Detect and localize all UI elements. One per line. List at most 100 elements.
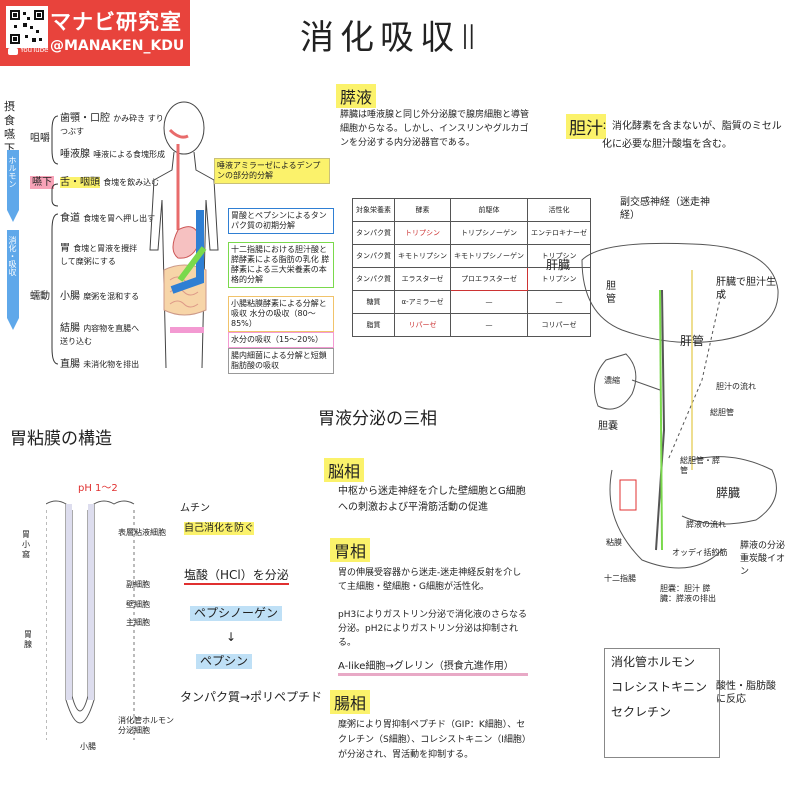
item-part-3: 舌・咽頭 bbox=[60, 177, 100, 188]
table-header-row: 対象栄養素 酵素 前駆体 活性化 bbox=[352, 198, 591, 222]
note-text-6: 腸内細菌による分解と短鎖脂肪酸の吸収 bbox=[231, 351, 327, 370]
note-box-3: 十二指腸における胆汁酸と膵酵素による脂肪の乳化 膵酵素による三大栄養素の本格的分… bbox=[228, 242, 334, 288]
item-part-5: 胃 bbox=[60, 243, 70, 254]
table-row: 脂質 リパーゼ — コリパーゼ bbox=[352, 313, 591, 337]
note-box-5: 水分の吸収（15〜20%） bbox=[228, 332, 334, 348]
table-cell: — bbox=[450, 313, 528, 337]
item-row-2: 唾液腺 唾液による食塊形成 bbox=[60, 148, 170, 161]
item-desc-5: 食塊と胃液を攪拌して糜粥にする bbox=[60, 244, 138, 266]
table-cell: リパーゼ bbox=[394, 313, 451, 337]
hormone-line-2: コレシストキニン bbox=[611, 680, 708, 694]
table-cell: タンパク質 bbox=[352, 244, 395, 268]
item-desc-8: 未消化物を排出 bbox=[83, 360, 140, 369]
note-text-2: 胃酸とペプシンによるタンパク質の初期分解 bbox=[231, 211, 327, 230]
bile-label-duodenum: 十二指腸 bbox=[604, 574, 636, 583]
phase2-label: 嚥下 bbox=[30, 176, 54, 189]
bile-label-hepatic: 肝管 bbox=[680, 334, 705, 348]
mucosa-pepsinogen: ペプシノーゲン bbox=[190, 606, 283, 621]
mucosa-label-parietal: 壁細胞 bbox=[126, 600, 150, 609]
bile-label-vagus: 副交感神経（迷走神経） bbox=[620, 197, 710, 221]
mucosa-label-gland: 胃腺 bbox=[24, 630, 32, 649]
gastric-phase3-label: 腸相 bbox=[330, 690, 371, 714]
table-cell: トリプシン bbox=[527, 244, 591, 268]
note-text-5: 水分の吸収（15〜20%） bbox=[231, 335, 323, 344]
note-text-1: 唾液アミラーゼによるデンプンの部分的分解 bbox=[217, 161, 321, 180]
table-cell: トリプシノーゲン bbox=[450, 221, 528, 245]
table-header: 対象栄養素 bbox=[352, 198, 395, 222]
bile-heading: 胆汁 bbox=[566, 114, 606, 139]
item-row-3: 舌・咽頭 食塊を飲み込む bbox=[60, 176, 170, 189]
item-row-7: 結腸 内容物を直腸へ送り込む bbox=[60, 322, 144, 348]
table-cell: エンテロキナーゼ bbox=[527, 221, 591, 245]
mucosa-heading: 胃粘膜の構造 bbox=[10, 429, 112, 449]
item-row-1: 歯顎・口腔 かみ砕き すりつぶす bbox=[60, 112, 170, 138]
item-row-8: 直腸 未消化物を排出 bbox=[60, 358, 144, 371]
table-header: 前駆体 bbox=[450, 198, 528, 222]
hormone-line-1: 消化管ホルモン bbox=[611, 655, 696, 669]
table-cell: キモトリプシノーゲン bbox=[450, 244, 528, 268]
phase3-label: 蠕動 bbox=[30, 291, 50, 302]
table-cell: プロエラスターゼ bbox=[450, 267, 528, 291]
mucosa-arrow: ↓ bbox=[226, 630, 237, 644]
item-part-1: 歯顎・口腔 bbox=[60, 113, 110, 124]
mucosa-self-digest: 自己消化を防ぐ bbox=[184, 522, 254, 535]
table-cell: 脂質 bbox=[352, 313, 395, 337]
note-box-1: 唾液アミラーゼによるデンプンの部分的分解 bbox=[214, 158, 330, 184]
qr-code bbox=[6, 6, 48, 48]
note-box-4: 小腸粘膜酵素による分解と吸収 水分の吸収（80〜85%） bbox=[228, 296, 334, 332]
bile-label-liver-note: 肝臓で胆汁生成 bbox=[716, 277, 776, 301]
mucosa-label-pit: 胃小窩 bbox=[22, 530, 30, 559]
bile-label-gallbladder: 胆嚢 bbox=[598, 421, 618, 432]
vertical-label-text: 摂食嚥下 bbox=[4, 100, 15, 155]
table-header: 酵素 bbox=[394, 198, 451, 222]
phase1-label: 咀嚼 bbox=[30, 133, 50, 144]
side-arrow2-label: 消化・吸収 bbox=[8, 236, 17, 276]
table-header: 活性化 bbox=[527, 198, 591, 222]
side-arrow1-label: ホルモン bbox=[8, 156, 17, 188]
page-title: 消化吸収Ⅱ bbox=[300, 18, 483, 58]
note-box-6: 腸内細菌による分解と短鎖脂肪酸の吸収 bbox=[228, 348, 334, 374]
gastric-heading: 胃液分泌の三相 bbox=[318, 409, 437, 429]
table-cell: キモトリプシン bbox=[394, 244, 451, 268]
table-cell: タンパク質 bbox=[352, 267, 395, 291]
brand-banner[interactable]: YouTube マナビ研究室 @MANAKEN_KDU bbox=[0, 0, 190, 66]
item-desc-3: 食塊を飲み込む bbox=[103, 178, 160, 187]
liver-gallbladder-diagram bbox=[581, 242, 779, 569]
gastric-phase1-text: 中枢から迷走神経を介した壁細胞とG細胞への刺激および平滑筋活動の促進 bbox=[338, 486, 526, 513]
item-desc-2: 唾液による食塊形成 bbox=[93, 150, 165, 159]
youtube-label: YouTube bbox=[20, 46, 49, 54]
enzyme-table-grid: 対象栄養素 酵素 前駆体 活性化 タンパク質 トリプシン トリプシノーゲン エン… bbox=[352, 198, 591, 337]
item-desc-4: 食塊を胃へ押し出す bbox=[83, 214, 156, 223]
bile-label-pancreas: 膵臓 bbox=[716, 486, 741, 500]
table-cell: — bbox=[450, 290, 528, 314]
table-row: タンパク質 エラスターゼ プロエラスターゼ トリプシン bbox=[352, 267, 591, 291]
side-arrows bbox=[7, 150, 19, 330]
item-row-5: 胃 食塊と胃液を攪拌して糜粥にする bbox=[60, 242, 144, 268]
bile-text: ：消化酵素を含まないが、脂質のミセル化に必要な胆汁酸塩を含む。 bbox=[602, 121, 782, 150]
item-part-2: 唾液腺 bbox=[60, 149, 90, 160]
gastric-phase3-text: 糜粥により胃抑制ペプチド（GIP：K細胞）、セクレチン（S細胞）、コレシストキニ… bbox=[338, 720, 527, 760]
table-cell: タンパク質 bbox=[352, 221, 395, 245]
tree-lines bbox=[51, 115, 59, 365]
table-cell: 糖質 bbox=[352, 290, 395, 314]
table-cell: トリプシン bbox=[394, 221, 451, 245]
brand-handle: @MANAKEN_KDU bbox=[50, 38, 185, 54]
bile-label-pancreatic-juice: 膵液の流れ bbox=[686, 520, 726, 529]
item-part-6: 小腸 bbox=[60, 291, 80, 302]
item-part-4: 食道 bbox=[60, 213, 80, 224]
enzyme-table: 対象栄養素 酵素 前駆体 活性化 タンパク質 トリプシン トリプシノーゲン エン… bbox=[352, 198, 591, 337]
bile-label-concentrate: 濃縮 bbox=[604, 376, 620, 385]
bile-label-release: 胆嚢：胆汁 膵臓：膵液の排出 bbox=[660, 584, 716, 603]
mucosa-label-hormone: 消化管ホルモン分泌細胞 bbox=[118, 716, 174, 735]
gastric-phase2-label: 胃相 bbox=[330, 538, 371, 562]
connector-bars bbox=[170, 210, 207, 333]
gastric-gland-diagram bbox=[46, 500, 135, 740]
item-desc-6: 糜粥を混和する bbox=[83, 292, 140, 301]
item-desc-7: 内容物を直腸へ送り込む bbox=[60, 324, 140, 346]
gastric-phase2-text3: A-like細胞→グレリン（摂食亢進作用） bbox=[338, 660, 528, 676]
gastric-phase2-text2: pH3によりガストリン分泌で消化液のさらなる分泌。pH2によりガストリン分泌は抑… bbox=[338, 610, 528, 648]
mucosa-mucin: ムチン bbox=[180, 503, 210, 514]
bile-label-common: 総胆管 bbox=[710, 408, 734, 417]
bile-label-pancreatic-duct: 総胆管・膵管 bbox=[680, 456, 720, 475]
bile-label-bile-duct: 胆管 bbox=[606, 281, 616, 305]
